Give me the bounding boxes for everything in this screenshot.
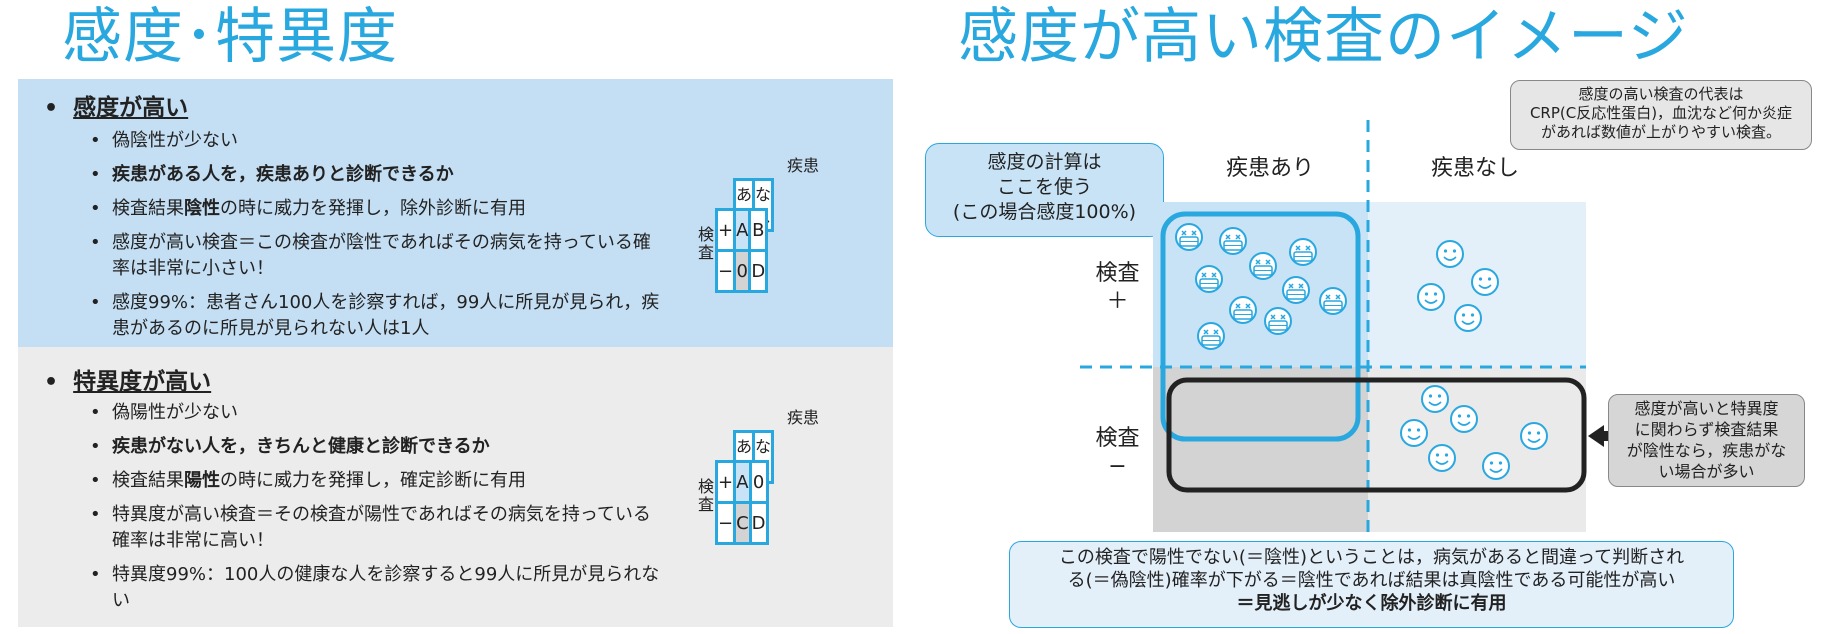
sensitivity-heading: 感度が高い xyxy=(73,95,189,121)
table-cell: D xyxy=(748,249,769,293)
smiling-face-icon xyxy=(1436,240,1464,268)
spec-table-header: 疾患 xyxy=(786,408,819,427)
bullet-bold-text: 陽性 xyxy=(184,470,220,491)
heading-bullet: • xyxy=(44,96,59,121)
bullet-bold-text: 陰性 xyxy=(184,198,220,219)
col-label-disease-no: 疾患なし xyxy=(1430,156,1519,181)
list-item: 検査結果陰性の時に威力を発揮し，除外診断に有用 xyxy=(88,196,668,222)
masked-face-icon xyxy=(1249,252,1277,280)
sens-table-header: 疾患 xyxy=(786,156,819,175)
smiling-face-icon xyxy=(1428,444,1456,472)
list-item: 感度99%：患者さん100人を診察すれば，99人に所見が見られ，疾患があるのに所… xyxy=(88,290,668,342)
masked-face-icon xyxy=(1289,238,1317,266)
sensitivity-heading-row: • 感度が高い xyxy=(44,88,188,122)
list-item: 疾患がある人を，疾患ありと診断できるか xyxy=(88,162,668,188)
bullet-text: 特異度99%：100人の健康な人を診察すると99人に所見が見られない xyxy=(112,564,660,611)
smiling-face-icon xyxy=(1454,304,1482,332)
masked-face-icon xyxy=(1264,307,1292,335)
bullet-text: 偽陰性が少ない xyxy=(112,130,238,151)
specificity-bullets: 偽陽性が少ない疾患がない人を，きちんと健康と診断できるか検査結果陽性の時に威力を… xyxy=(88,400,668,622)
row-label-positive: 検査 ＋ xyxy=(1095,261,1140,314)
bullet-text: 偽陽性が少ない xyxy=(112,402,238,423)
bullet-text: 感度が高い検査＝この検査が陰性であればその病気を持っている確率は非常に小さい！ xyxy=(112,232,651,279)
list-item: 偽陰性が少ない xyxy=(88,128,668,154)
bullet-bold-text: 疾患がある人を，疾患ありと診断できるか xyxy=(112,164,454,185)
crp-note: 感度の高い検査の代表は CRP(C反応性蛋白)，血沈など何か炎症 があれば数値が… xyxy=(1510,80,1812,150)
table-sign-cell: + xyxy=(714,208,737,252)
table-cell: 0 xyxy=(733,249,752,293)
masked-face-icon xyxy=(1282,276,1310,304)
smiling-face-icon xyxy=(1421,385,1449,413)
right-title: 感度が高い検査のイメージ xyxy=(958,2,1689,72)
masked-face-icon xyxy=(1319,287,1347,315)
quadrant-sick-negative xyxy=(1153,367,1368,532)
table-cell: B xyxy=(748,208,769,252)
smiling-face-icon xyxy=(1471,268,1499,296)
masked-face-icon xyxy=(1229,296,1257,324)
table-side-label: 検査 xyxy=(697,477,714,514)
bullet-text: 検査結果 xyxy=(112,470,184,491)
quadrant-healthy-negative xyxy=(1368,367,1586,532)
smiling-face-icon xyxy=(1482,452,1510,480)
bullet-text: 感度99%：患者さん100人を診察すれば，99人に所見が見られ，疾患があるのに所… xyxy=(112,292,660,339)
specificity-heading: 特異度が高い xyxy=(73,369,212,395)
masked-face-icon xyxy=(1197,322,1225,350)
bullet-text: 検査結果 xyxy=(112,198,184,219)
smiling-face-icon xyxy=(1400,419,1428,447)
list-item: 疾患がない人を，きちんと健康と診断できるか xyxy=(88,434,668,460)
list-item: 特異度99%：100人の健康な人を診察すると99人に所見が見られない xyxy=(88,562,668,614)
bullet-text: 特異度が高い検査＝その検査が陽性であればその病気を持っている確率は非常に高い！ xyxy=(112,504,651,551)
table-cell: C xyxy=(733,501,752,545)
table-cell: D xyxy=(748,501,769,545)
smiling-face-icon xyxy=(1417,283,1445,311)
masked-face-icon xyxy=(1175,223,1203,251)
calc-note: 感度の計算は ここを使う (この場合感度100%) xyxy=(925,143,1164,237)
list-item: 検査結果陽性の時に威力を発揮し，確定診断に有用 xyxy=(88,468,668,494)
positive-sick-highlight xyxy=(1160,211,1361,442)
sensitivity-bullets: 偽陰性が少ない疾患がある人を，疾患ありと診断できるか検査結果陰性の時に威力を発揮… xyxy=(88,128,668,350)
table-side-label: 検査 xyxy=(697,225,714,262)
list-item: 感度が高い検査＝この検査が陰性であればその病気を持っている確率は非常に小さい！ xyxy=(88,230,668,282)
col-label-disease-yes: 疾患あり xyxy=(1225,156,1314,181)
list-item: 偽陽性が少ない xyxy=(88,400,668,426)
bullet-text: の時に威力を発揮し，除外診断に有用 xyxy=(220,198,526,219)
bullet-text: の時に威力を発揮し，確定診断に有用 xyxy=(220,470,526,491)
smiling-face-icon xyxy=(1520,422,1548,450)
table-sign-cell: + xyxy=(714,460,737,504)
table-cell: A xyxy=(733,460,752,504)
table-sign-cell: − xyxy=(714,249,737,293)
bullet-bold-text: 疾患がない人を，きちんと健康と診断できるか xyxy=(112,436,490,457)
bottom-note: この検査で陽性でない(＝陰性)ということは，病気があると間違って判断され る(＝… xyxy=(1009,541,1734,628)
table-cell: 0 xyxy=(748,460,769,504)
arrow-left-icon xyxy=(1588,425,1604,447)
side-note: 感度が高いと特異度 に関わらず検査結果 が陰性なら，疾患がな い場合が多い xyxy=(1608,394,1805,487)
heading-bullet: • xyxy=(44,370,59,395)
smiling-face-icon xyxy=(1450,405,1478,433)
bottom-note-line2: る(＝偽陰性)確率が下がる＝陰性であれば結果は真陰性である可能性が高い xyxy=(1067,570,1676,591)
masked-face-icon xyxy=(1219,227,1247,255)
negative-result-highlight xyxy=(1166,377,1587,493)
table-cell: A xyxy=(733,208,752,252)
list-item: 特異度が高い検査＝その検査が陽性であればその病気を持っている確率は非常に高い！ xyxy=(88,502,668,554)
row-label-negative: 検査 − xyxy=(1095,426,1140,479)
masked-face-icon xyxy=(1195,265,1223,293)
specificity-heading-row: • 特異度が高い xyxy=(44,362,211,396)
left-title: 感度･特異度 xyxy=(62,2,398,72)
bottom-note-line3: ＝見逃しが少なく除外診断に有用 xyxy=(1236,593,1507,614)
table-sign-cell: − xyxy=(714,501,737,545)
bottom-note-line1: この検査で陽性でない(＝陰性)ということは，病気があると間違って判断され xyxy=(1058,547,1685,568)
